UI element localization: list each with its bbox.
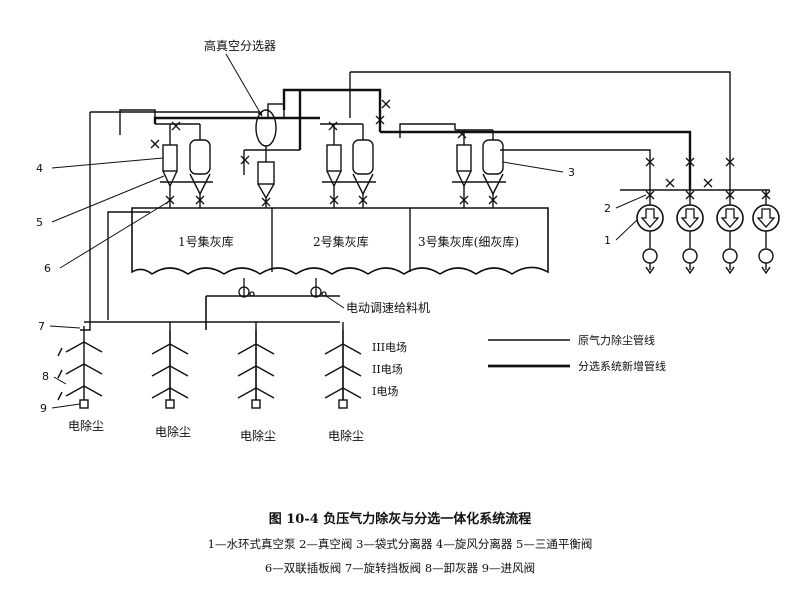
esp-label-1: 电除尘 bbox=[68, 418, 104, 433]
high-vacuum-separator bbox=[243, 103, 300, 208]
silo1-separators bbox=[155, 123, 213, 208]
silo-3-label: 3号集灰库(细灰库) bbox=[418, 234, 519, 249]
separator-pointer bbox=[225, 53, 263, 117]
feeders bbox=[238, 278, 327, 298]
silo-block bbox=[131, 207, 549, 275]
callouts bbox=[49, 157, 647, 409]
vacuum-pumps bbox=[636, 190, 780, 275]
callout-3: 3 bbox=[568, 166, 575, 179]
legend-new-label: 分选系统新增管线 bbox=[578, 359, 666, 373]
esp-label-4: 电除尘 bbox=[328, 428, 364, 443]
field-3-label: III电场 bbox=[372, 340, 407, 354]
field-1-label: I电场 bbox=[372, 384, 398, 398]
figure-caption-title: 图 10-4 负压气力除灰与分选一体化系统流程 bbox=[268, 512, 532, 527]
callout-1: 1 bbox=[604, 234, 611, 247]
separator-top-label: 高真空分选器 bbox=[204, 38, 276, 53]
legend-original-label: 原气力除尘管线 bbox=[578, 333, 655, 347]
callout-4: 4 bbox=[36, 162, 43, 175]
esp-label-2: 电除尘 bbox=[155, 424, 191, 439]
callout-2: 2 bbox=[604, 202, 611, 215]
silo-2-label: 2号集灰库 bbox=[313, 234, 369, 249]
callout-5: 5 bbox=[36, 216, 43, 229]
figure-legend-line-1: 1—水环式真空泵 2—真空阀 3—袋式分离器 4—旋风分离器 5—三通平衡阀 bbox=[207, 537, 593, 551]
callout-7: 7 bbox=[38, 320, 45, 333]
esp-label-3: 电除尘 bbox=[240, 428, 276, 443]
silo2-separators bbox=[320, 123, 376, 208]
callout-6: 6 bbox=[44, 262, 51, 275]
callout-8: 8 bbox=[42, 370, 49, 383]
feeder-label: 电动调速给料机 bbox=[346, 301, 430, 315]
feeder-pointer bbox=[325, 295, 345, 309]
figure-legend-line-2: 6—双联插板阀 7—旋转挡板阀 8—卸灰器 9—进风阀 bbox=[264, 561, 536, 575]
legend: 原气力除尘管线 分选系统新增管线 bbox=[488, 333, 666, 373]
field-2-label: II电场 bbox=[372, 362, 403, 376]
silo3-separators bbox=[452, 129, 506, 208]
esp-units bbox=[57, 326, 362, 409]
silo-1-label: 1号集灰库 bbox=[178, 234, 234, 249]
callout-9: 9 bbox=[40, 402, 47, 415]
